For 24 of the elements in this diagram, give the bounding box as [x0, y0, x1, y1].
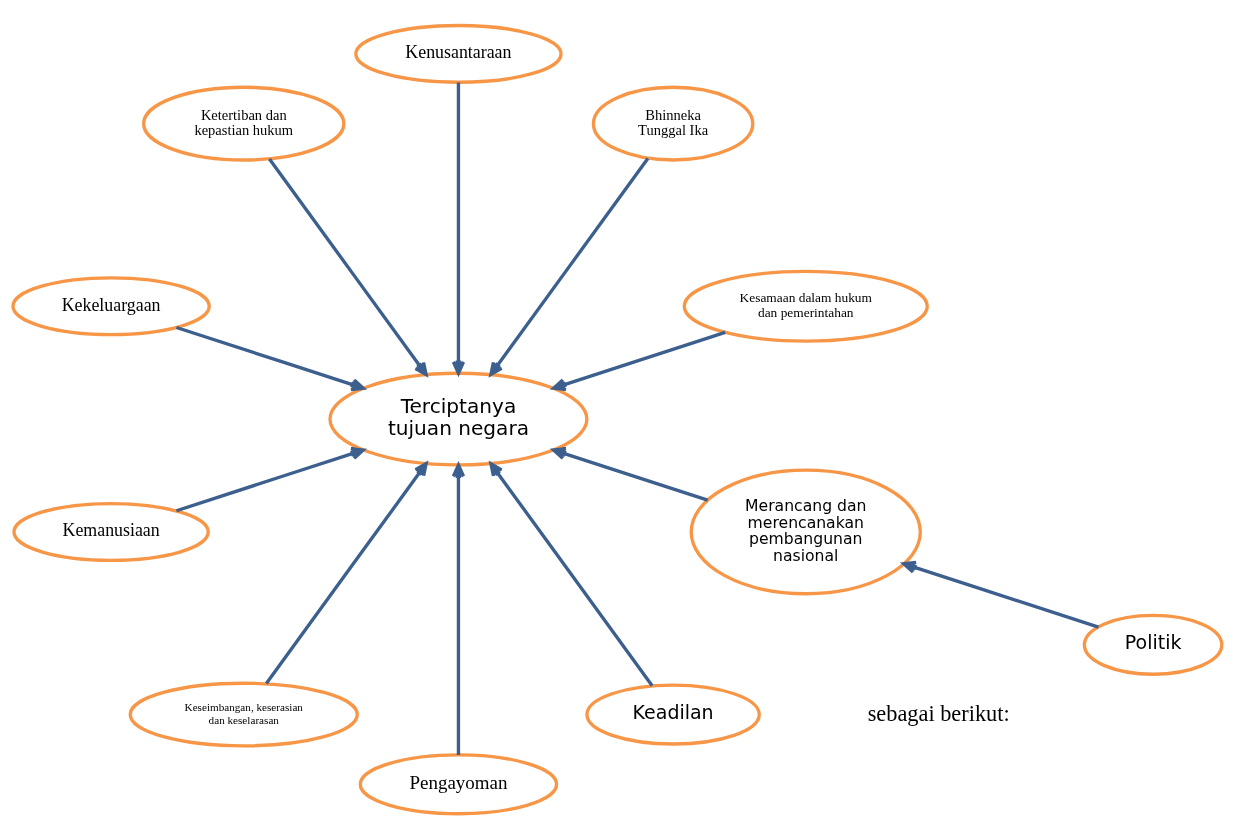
- node-ellipse: Terciptanya tujuan negara: [328, 371, 589, 467]
- arrow: [451, 82, 466, 375]
- node-ellipse: Kenusantaraan: [354, 23, 563, 84]
- node-ellipse: Merancang dan merencanakan pembangunan nasional: [689, 468, 922, 596]
- arrow: [265, 461, 428, 685]
- arrow: [489, 157, 650, 377]
- label: sebagai berikut:: [867, 700, 1010, 726]
- node-ellipse: Keadilan: [585, 683, 761, 746]
- node-ellipse: Ketertiban dan kepastian hukum: [142, 85, 346, 162]
- arrow: [551, 447, 709, 502]
- node-ellipse: Pengayoman: [358, 753, 559, 816]
- node-ellipse: Kemanusiaan: [12, 501, 210, 562]
- node-ellipse: Keseimbangan, keserasian dan keselarasan: [128, 681, 359, 748]
- arrow: [489, 462, 654, 687]
- node-ellipse: Politik: [1082, 613, 1224, 676]
- node-ellipse: Kesamaan dalam hukum dan pemerintahan: [682, 269, 929, 343]
- arrow: [552, 330, 726, 392]
- arrow: [175, 447, 365, 513]
- arrow: [175, 325, 365, 392]
- node-ellipse: Kekeluargaan: [11, 276, 211, 337]
- arrow: [451, 463, 466, 756]
- node-ellipse: Bhinneka Tunggal Ika: [591, 85, 755, 162]
- arrow: [902, 560, 1099, 629]
- arrow: [268, 158, 428, 377]
